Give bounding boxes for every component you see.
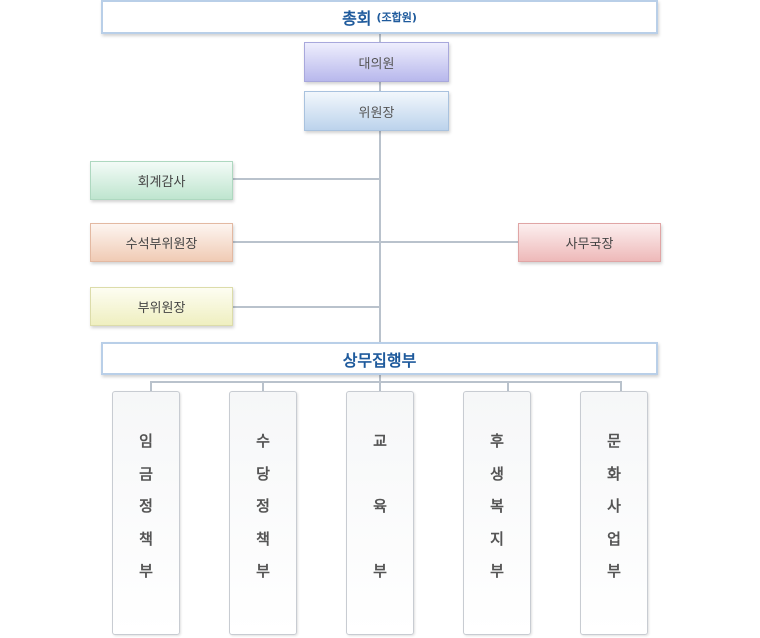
general-assembly-sub: (조합원) (376, 11, 417, 24)
senior-vice-chairman-label: 수석부위원장 (125, 237, 198, 252)
dept-allowance-policy: 수 당 정 책 부 (229, 391, 297, 635)
dept-culture: 문 화 사 업 부 (580, 391, 648, 635)
connector-vice (233, 306, 380, 308)
dept-char: 당 (256, 464, 270, 483)
dept-char: 사 (607, 497, 621, 515)
auditor-box: 회계감사 (90, 161, 233, 200)
executive-board-box: 상무집행부 (101, 342, 658, 375)
dept-char: 부 (373, 562, 387, 580)
dept-education: 교 육 부 (346, 391, 414, 635)
secretary-general-box: 사무국장 (518, 223, 661, 262)
dept-char: 정 (256, 497, 270, 515)
dept-char: 책 (256, 529, 270, 548)
connector-dept-1 (150, 381, 152, 392)
dept-char: 정 (139, 497, 153, 515)
vice-chairman-box: 부위원장 (90, 287, 233, 326)
connector-trunk-top (379, 33, 381, 43)
connector-dept-2 (262, 381, 264, 392)
dept-char: 문 (607, 432, 621, 450)
connector-auditor (233, 178, 380, 180)
executive-board-label: 상무집행부 (342, 350, 417, 370)
general-assembly-box: 총회 (조합원) (101, 0, 658, 34)
delegates-label: 대의원 (358, 56, 395, 72)
dept-char: 책 (139, 529, 153, 548)
dept-char: 부 (256, 562, 270, 580)
senior-vice-chairman-box: 수석부위원장 (90, 223, 233, 262)
connector-exec-down (379, 374, 381, 382)
dept-wage-policy: 임 금 정 책 부 (112, 391, 180, 635)
connector-dept-3 (379, 381, 381, 392)
dept-char: 부 (139, 562, 153, 580)
dept-char: 지 (490, 529, 504, 548)
general-assembly-label: 총회 (342, 9, 372, 28)
dept-char: 화 (607, 464, 621, 483)
dept-char: 교 (373, 432, 387, 450)
dept-char: 금 (139, 464, 153, 483)
dept-char: 부 (607, 562, 621, 580)
dept-char: 생 (490, 464, 504, 483)
dept-char: 후 (490, 432, 504, 450)
connector-dept-bar (150, 381, 622, 383)
auditor-label: 회계감사 (137, 175, 186, 190)
vice-chairman-label: 부위원장 (137, 301, 186, 316)
chairman-label: 위원장 (358, 105, 395, 121)
connector-trunk-mid (379, 81, 381, 91)
connector-senior-vice (233, 241, 519, 243)
dept-char: 육 (373, 497, 387, 515)
dept-char: 복 (490, 497, 504, 515)
dept-char: 업 (607, 529, 621, 548)
chairman-box: 위원장 (304, 91, 449, 131)
connector-dept-4 (507, 381, 509, 392)
connector-dept-5 (620, 381, 622, 392)
dept-welfare: 후 생 복 지 부 (463, 391, 531, 635)
dept-char: 부 (490, 562, 504, 580)
secretary-general-label: 사무국장 (565, 237, 614, 252)
dept-char: 수 (256, 432, 270, 450)
connector-trunk-main (379, 130, 381, 344)
delegates-box: 대의원 (304, 42, 449, 82)
dept-char: 임 (139, 432, 153, 450)
